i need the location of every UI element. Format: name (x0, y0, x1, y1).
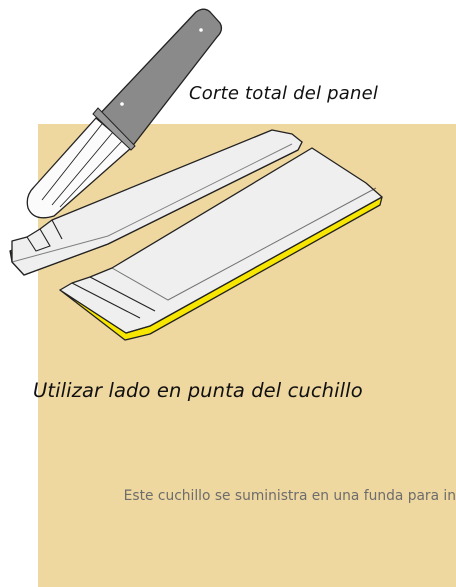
left-panel-strip (9, 129, 303, 276)
utility-knife-icon (26, 8, 223, 219)
knife-and-panel-illustration (9, 8, 383, 341)
caption-full-cut: Corte total del panel (189, 83, 379, 104)
caption-use-pointed-side: Utilizar lado en punta del cuchillo (33, 379, 363, 402)
sheath-note-text: Este cuchillo se suministra en una funda… (123, 488, 456, 504)
right-panel-strip (59, 147, 383, 341)
